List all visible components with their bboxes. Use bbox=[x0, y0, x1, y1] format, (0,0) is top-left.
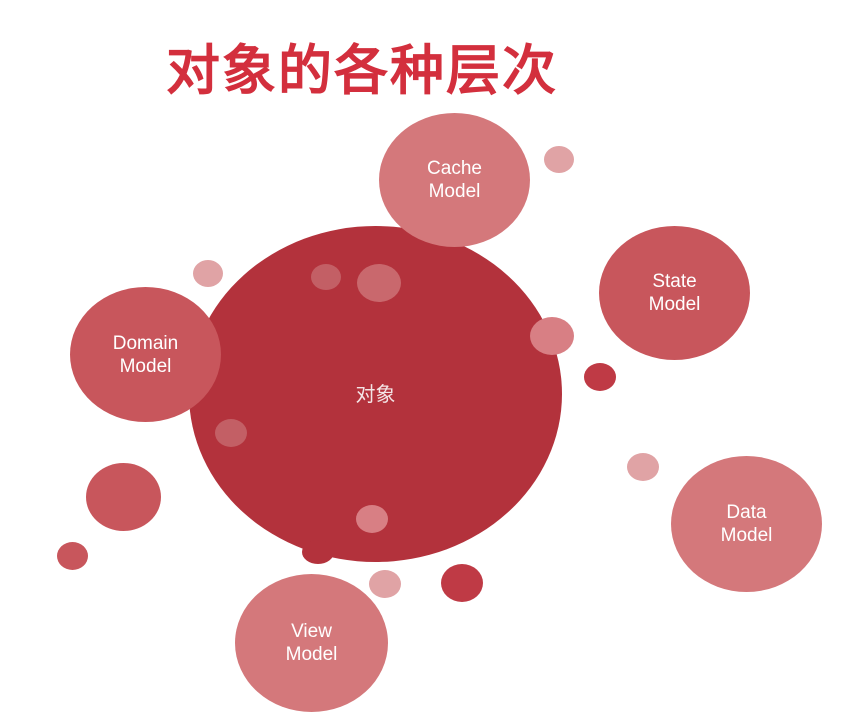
decorative-bubble bbox=[86, 463, 161, 531]
decorative-bubble bbox=[357, 264, 401, 302]
cache-model-label: Cache Model bbox=[427, 158, 482, 202]
view-model-label: View Model bbox=[285, 621, 338, 665]
decorative-bubble bbox=[369, 570, 401, 598]
decorative-bubble bbox=[530, 317, 574, 355]
cache-model-node: Cache Model bbox=[379, 113, 530, 247]
data-model-label: Data Model bbox=[720, 502, 773, 546]
domain-model-node: Domain Model bbox=[70, 287, 221, 422]
decorative-bubble bbox=[57, 542, 88, 570]
domain-model-label: Domain Model bbox=[112, 332, 179, 377]
decorative-bubble bbox=[193, 260, 223, 287]
state-model-node: State Model bbox=[599, 226, 750, 360]
decorative-bubble bbox=[356, 505, 388, 533]
decorative-bubble bbox=[215, 419, 247, 447]
center-object-label: 对象 bbox=[355, 382, 396, 406]
decorative-bubble bbox=[544, 146, 574, 173]
view-model-node: View Model bbox=[235, 574, 388, 712]
page-title: 对象的各种层次 bbox=[166, 39, 558, 102]
state-model-label: State Model bbox=[648, 271, 701, 315]
decorative-bubble bbox=[302, 540, 334, 564]
data-model-node: Data Model bbox=[671, 456, 822, 592]
decorative-bubble bbox=[441, 564, 483, 602]
decorative-bubble bbox=[584, 363, 616, 391]
decorative-bubble bbox=[627, 453, 659, 481]
decorative-bubble bbox=[311, 264, 341, 290]
